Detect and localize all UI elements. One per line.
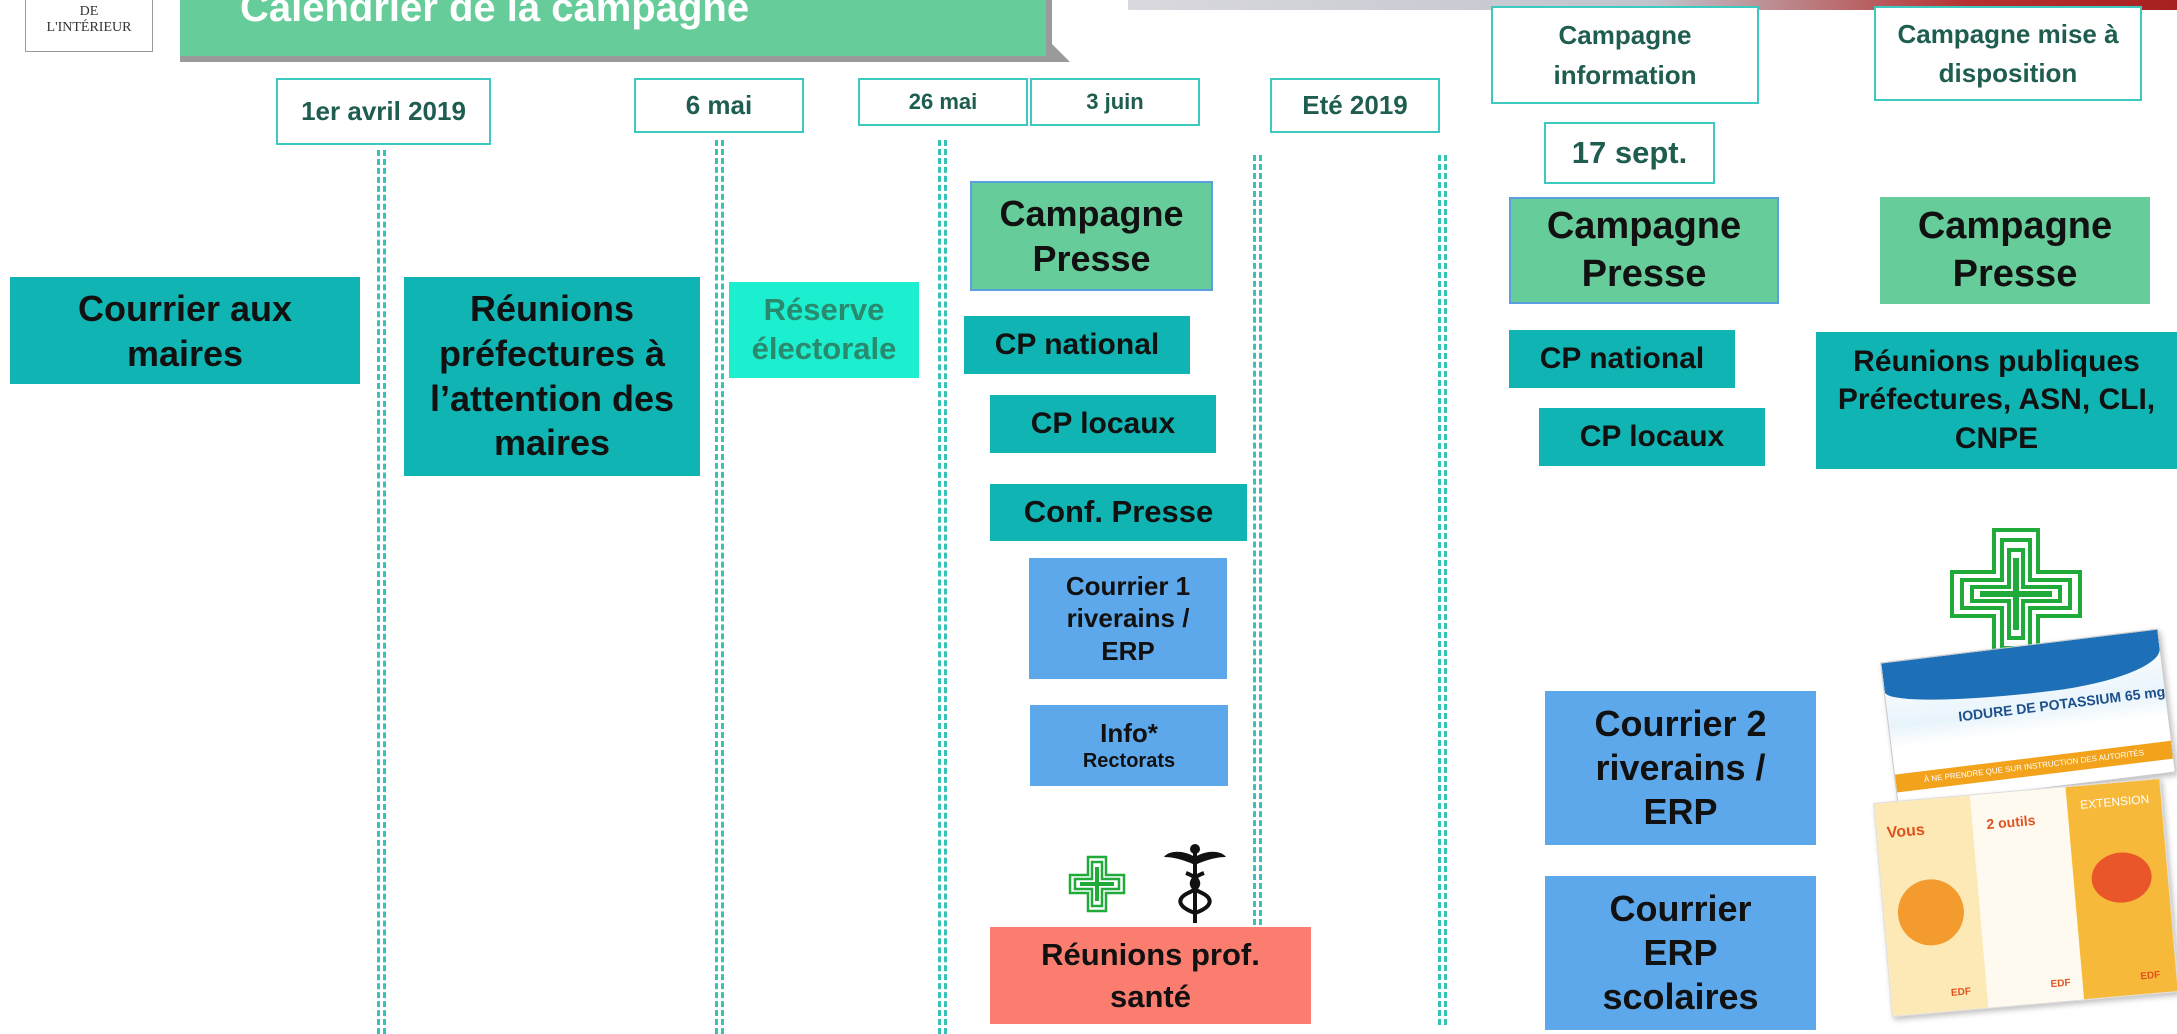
date-6-mai: 6 mai <box>634 78 804 133</box>
pharmacy-cross-icon <box>1068 855 1126 913</box>
conf-presse: Conf. Presse <box>990 484 1247 541</box>
campagne-presse-2: Campagne Presse <box>1509 197 1779 304</box>
campagne-presse-1: Campagne Presse <box>970 181 1213 291</box>
leaflet-edf-2: EDF <box>2050 977 2072 991</box>
cp-locaux-1: CP locaux <box>990 395 1216 453</box>
phase-campagne-mise-a-disposition: Campagne mise à disposition <box>1874 6 2142 101</box>
courrier-2-riverains-erp: Courrier 2 riverains / ERP <box>1545 691 1816 845</box>
leaflet-edf-3: EDF <box>2139 969 2161 983</box>
reserve-electorale: Réserve électorale <box>729 282 919 378</box>
cp-national-2: CP national <box>1509 330 1735 388</box>
date-17-sept: 17 sept. <box>1544 122 1715 184</box>
reunions-publiques: Réunions publiques Préfectures, ASN, CLI… <box>1816 332 2177 469</box>
ministry-logo: DE L'INTÉRIEUR <box>25 0 153 52</box>
timeline-line-1 <box>377 150 386 1034</box>
timeline-line-3 <box>938 140 947 1034</box>
timeline-line-5 <box>1438 155 1447 1025</box>
leaflet-vous: Vous <box>1886 821 1926 842</box>
page-title: Calendrier de la campagne <box>240 0 750 30</box>
date-1er-avril-2019: 1er avril 2019 <box>276 78 491 145</box>
date-ete-2019: Eté 2019 <box>1270 78 1440 133</box>
info-label: Info* <box>1100 717 1158 748</box>
banner-corner <box>1048 40 1070 62</box>
campagne-presse-3: Campagne Presse <box>1880 197 2150 304</box>
leaflet-edf-1: EDF <box>1950 986 1972 999</box>
courrier-aux-maires: Courrier aux maires <box>10 277 360 384</box>
reunions-prof-sante: Réunions prof. santé <box>990 927 1311 1024</box>
cp-locaux-2: CP locaux <box>1539 408 1765 466</box>
reunions-prefectures: Réunions préfectures à l’attention des m… <box>404 277 700 476</box>
header-photo-strip <box>1128 0 2177 10</box>
title-banner: Calendrier de la campagne <box>180 0 1052 62</box>
timeline-line-4 <box>1253 155 1262 925</box>
caduceus-icon <box>1162 843 1228 925</box>
cp-national-1: CP national <box>964 316 1190 374</box>
rectorats-label: Rectorats <box>1082 750 1176 773</box>
logo-line2: L'INTÉRIEUR <box>46 20 132 35</box>
information-leaflet-image: Vous 2 outils EXTENSION EDF EDF EDF <box>1873 777 2177 1018</box>
phase-campagne-information: Campagne information <box>1491 6 1759 104</box>
date-26-mai: 26 mai <box>858 78 1028 126</box>
timeline-line-2 <box>715 140 724 1034</box>
courrier-1-riverains-erp: Courrier 1 riverains / ERP <box>1029 558 1227 679</box>
logo-line1: DE <box>79 4 99 19</box>
date-3-juin: 3 juin <box>1030 78 1200 126</box>
info-rectorats: Info* Rectorats <box>1030 705 1228 786</box>
courrier-erp-scolaires: Courrier ERP scolaires <box>1545 876 1816 1030</box>
